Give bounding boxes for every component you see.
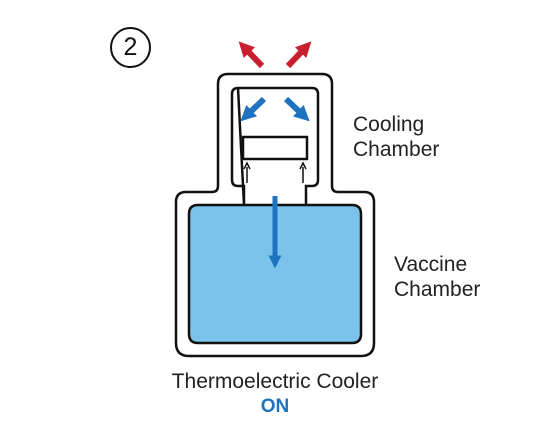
device-label: Thermoelectric Cooler (171, 370, 379, 393)
cooling-label-line2: Chamber (353, 138, 440, 161)
cold-air-arrow-icon (283, 96, 310, 122)
cooling-label-line1: Cooling (353, 113, 425, 136)
heat-out-arrow-icon (238, 41, 265, 69)
vaccine-chamber-liquid (187, 203, 363, 345)
vaccine-chamber-label: Vaccine Chamber (394, 252, 514, 302)
cold-air-arrow-icon (240, 96, 267, 122)
thermoelectric-module (241, 135, 309, 161)
status-label: ON (260, 396, 290, 417)
heat-out-arrow-icon (285, 41, 312, 69)
cooling-chamber-outline (230, 86, 320, 206)
cooling-chamber-label: Cooling Chamber (353, 112, 473, 162)
vaccine-label-line2: Chamber (394, 278, 481, 301)
air-flow-up-arrows (243, 161, 307, 183)
step-number-badge: 2 (110, 27, 151, 68)
vaccine-label-line1: Vaccine (394, 253, 468, 276)
